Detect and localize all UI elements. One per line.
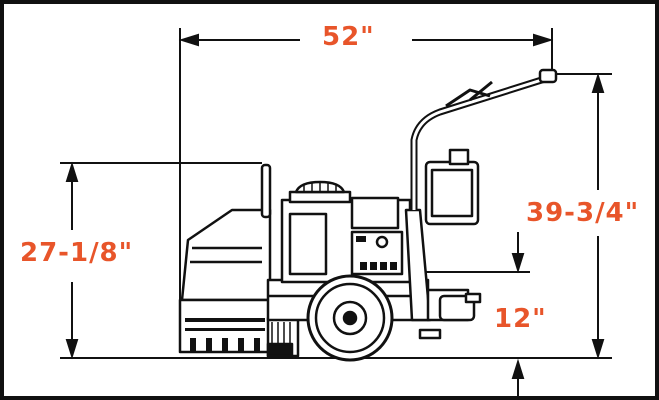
hopper bbox=[180, 208, 272, 302]
body-height-arrowhead-top bbox=[65, 161, 79, 182]
length-arrowhead-right bbox=[533, 33, 554, 47]
engine-gauge bbox=[375, 235, 389, 249]
handle-grip bbox=[538, 68, 558, 84]
fuel-cap bbox=[448, 148, 470, 166]
height-arrowhead-top bbox=[591, 72, 605, 93]
height-dimension-label: 39-3/4" bbox=[526, 198, 640, 228]
clearance-arrowhead-top bbox=[511, 253, 525, 274]
control-lever bbox=[445, 88, 491, 108]
body-height-dimension-label: 27-1/8" bbox=[20, 238, 134, 268]
engine-top bbox=[288, 190, 352, 204]
machine-body bbox=[178, 68, 558, 362]
height-arrowhead-bottom bbox=[591, 339, 605, 360]
clearance-arrowhead-bottom bbox=[511, 358, 525, 379]
rear-post bbox=[260, 163, 272, 219]
clearance-dimension-label: 12" bbox=[494, 304, 547, 334]
body-height-arrowhead-bottom bbox=[65, 339, 79, 360]
length-arrowhead-left bbox=[178, 33, 199, 47]
length-dimension-label: 52" bbox=[322, 22, 375, 52]
